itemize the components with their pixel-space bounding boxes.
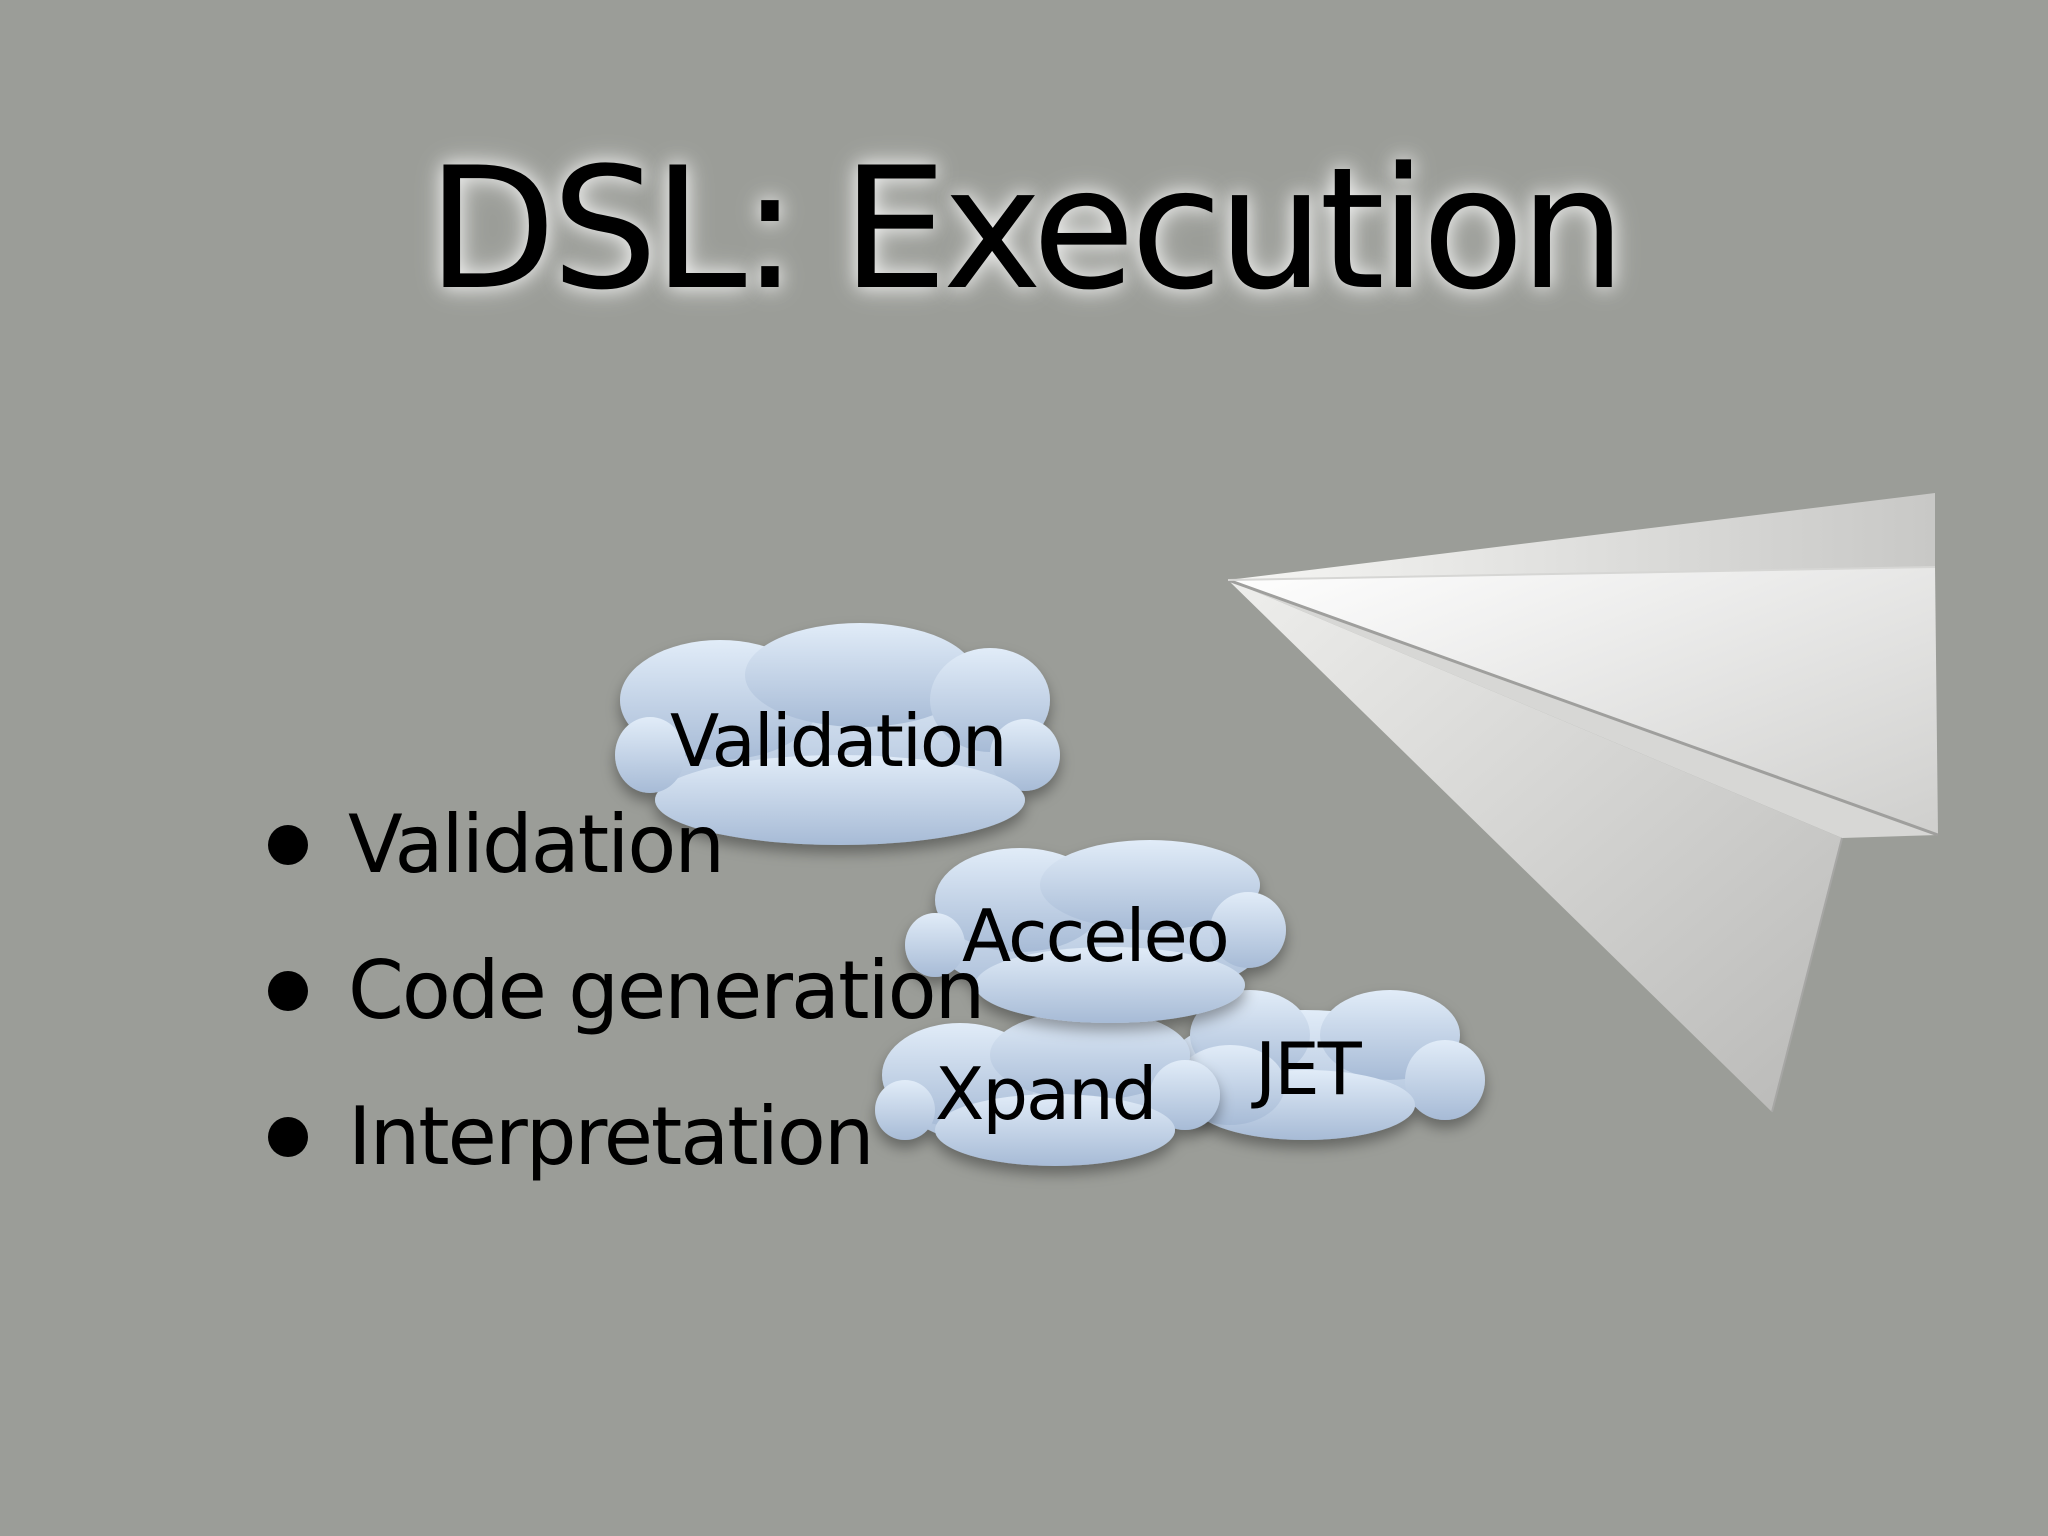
cloud-validation [615, 623, 1060, 845]
cloud-label-validation: Validation [670, 699, 1008, 783]
bullet-item: Interpretation [268, 1082, 983, 1228]
bullet-text: Validation [348, 798, 725, 891]
bullet-item: Code generation [268, 936, 985, 1082]
bullet-dot-icon [268, 971, 308, 1011]
bullet-list: Validation Code generation Interpretatio… [268, 790, 985, 1228]
bullet-text: Interpretation [348, 1090, 875, 1183]
bullet-dot-icon [268, 1117, 308, 1157]
slide-title: DSL: Execution [426, 131, 1626, 327]
bullet-text: Code generation [348, 944, 985, 1037]
cloud-label-jet: JET [1255, 1027, 1362, 1111]
bullet-item: Validation [268, 790, 983, 936]
cloud-acceleo [905, 840, 1286, 1023]
cloud-label-acceleo: Acceleo [962, 894, 1230, 978]
paper-airplane-icon [1227, 493, 1939, 1113]
cloud-xpand [875, 1010, 1220, 1166]
cloud-label-xpand: Xpand [935, 1052, 1157, 1136]
bullet-dot-icon [268, 825, 308, 865]
